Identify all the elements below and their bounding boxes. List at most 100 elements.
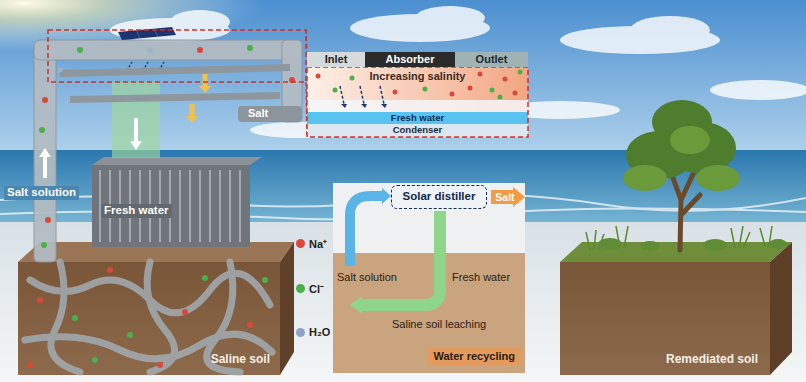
legend-item: H₂O bbox=[296, 326, 330, 338]
annotation-label: Salt bbox=[248, 107, 268, 120]
sky bbox=[0, 0, 806, 160]
node-text: Inlet bbox=[325, 53, 348, 66]
node-text: Outlet bbox=[476, 53, 508, 66]
remediated-soil-block-part-part bbox=[731, 228, 735, 248]
distiller-device-part-part bbox=[219, 170, 221, 242]
saline-soil-block-part-part bbox=[92, 357, 98, 363]
distiller-cross-section-part-part bbox=[503, 77, 508, 82]
remediated-soil-block-part bbox=[598, 238, 787, 251]
saline-soil-block-part-part bbox=[247, 322, 253, 328]
distiller-device-part-part bbox=[199, 86, 211, 93]
recycling-scheme-part bbox=[362, 211, 440, 305]
distiller-box: Solar distiller bbox=[391, 185, 487, 209]
remediated-soil-block-part-part bbox=[598, 238, 622, 250]
ion-swatch bbox=[296, 284, 305, 293]
saline-soil-block-part-part bbox=[127, 332, 133, 338]
recycling-scheme-part bbox=[350, 196, 382, 266]
distiller-cross-section-part bbox=[307, 67, 528, 137]
node-text: Condenser bbox=[393, 125, 443, 136]
saline-soil-block-part-part bbox=[157, 362, 163, 368]
distiller-device-part-part bbox=[160, 62, 164, 69]
sky-part-part bbox=[630, 16, 710, 44]
distiller-device-part-part bbox=[130, 141, 142, 150]
saline-soil-block bbox=[18, 242, 294, 375]
legend-item: Cl⁻ bbox=[296, 281, 324, 296]
node-text: Fresh water bbox=[391, 113, 444, 124]
remediated-soil-block-part-part bbox=[739, 226, 743, 248]
annotation-label: Salt solution bbox=[337, 271, 397, 284]
remediated-soil-block-part-part bbox=[624, 226, 628, 248]
distiller-cross-section-part-part bbox=[423, 87, 428, 92]
remediated-soil-block-part-part bbox=[696, 165, 740, 191]
distiller-cross-section-part-part bbox=[350, 76, 355, 81]
remediated-soil-block-part-part bbox=[760, 228, 765, 246]
distiller-device-part-part bbox=[179, 170, 181, 242]
distiller-device-part-part bbox=[58, 68, 63, 73]
distiller-cross-section-part-part bbox=[478, 72, 483, 77]
distiller-device-part-part bbox=[42, 97, 48, 103]
distiller-device-part bbox=[118, 27, 176, 40]
distiller-device-part bbox=[238, 106, 302, 122]
remediated-soil-block-part bbox=[672, 172, 700, 250]
remediated-soil-block-part-part bbox=[703, 239, 727, 251]
sky-part bbox=[0, 0, 806, 160]
distiller-device-part bbox=[34, 40, 302, 60]
annotation-label: Salt solution bbox=[4, 186, 79, 200]
annotation-label: Fresh water bbox=[452, 271, 510, 284]
saline-soil-block-part-part bbox=[27, 362, 33, 368]
legend-item: Na⁺ bbox=[296, 236, 327, 251]
distiller-device-part-part bbox=[203, 74, 208, 86]
saline-soil-block-part-part bbox=[262, 277, 268, 283]
distiller-cross-section-part-part bbox=[361, 104, 367, 108]
arrow-shape bbox=[491, 187, 525, 207]
remediated-soil-block-part-part bbox=[743, 232, 750, 248]
distiller-device-part bbox=[100, 170, 240, 242]
legend-text: H₂O bbox=[309, 326, 330, 338]
distiller-device-part bbox=[128, 62, 164, 69]
distiller-cross-section-part bbox=[307, 67, 528, 112]
distiller-device-part-part bbox=[239, 170, 241, 242]
distiller-cross-section-part-part bbox=[393, 90, 398, 95]
recycling-scheme-part bbox=[333, 253, 525, 373]
distiller-device-part-part bbox=[199, 170, 201, 242]
node-text: Absorber bbox=[386, 53, 435, 66]
remediated-soil-block: Remediated soil bbox=[560, 240, 792, 375]
saline-soil-block-part-part bbox=[107, 267, 113, 273]
saline-soil-block-part-part bbox=[182, 309, 188, 315]
remediated-soil-block-part-part bbox=[769, 239, 787, 249]
saline-soil-block-part bbox=[280, 242, 294, 375]
ion-swatch bbox=[296, 328, 305, 337]
distiller-device-part-part bbox=[209, 170, 211, 242]
distiller-device-part-part bbox=[229, 170, 231, 242]
distiller-cross-section-part-part bbox=[316, 74, 321, 79]
distiller-device-part-part bbox=[45, 217, 51, 223]
remediated-soil-block-part-part bbox=[670, 126, 710, 154]
distiller-cross-section-part bbox=[340, 86, 384, 104]
sky-part-part bbox=[415, 6, 485, 30]
remediated-soil-block-part-part bbox=[623, 165, 667, 191]
distiller-cross-section-part-part bbox=[490, 88, 495, 93]
distiller-cross-section-part-part bbox=[513, 91, 518, 96]
distiller-device-part-part bbox=[39, 127, 45, 133]
distiller-cross-section-part-part bbox=[360, 86, 364, 104]
node-text: Increasing salinity bbox=[370, 70, 466, 83]
distiller-cross-section bbox=[307, 67, 528, 137]
distiller-cross-section-part-part bbox=[333, 88, 338, 93]
distiller-device-part-part bbox=[144, 62, 148, 69]
distiller-device-part bbox=[306, 30, 307, 52]
distiller-device-part bbox=[39, 45, 295, 248]
distiller-device-part-part bbox=[189, 170, 191, 242]
salt-arrow: Salt bbox=[491, 187, 525, 207]
remediated-soil-block-part-part bbox=[640, 241, 660, 251]
header-cell: Outlet bbox=[455, 52, 528, 67]
node-text: Saline soil bbox=[211, 353, 270, 367]
ion-swatch bbox=[296, 239, 305, 248]
remediated-soil-block bbox=[560, 100, 792, 375]
distiller-device-part bbox=[92, 157, 262, 165]
distiller-cross-section-part bbox=[341, 104, 387, 108]
distiller-device-part-part bbox=[77, 47, 83, 53]
sky-part bbox=[0, 0, 806, 160]
saline-soil-block-part-part bbox=[202, 275, 208, 281]
distiller-cross-section-part-part bbox=[380, 86, 384, 104]
